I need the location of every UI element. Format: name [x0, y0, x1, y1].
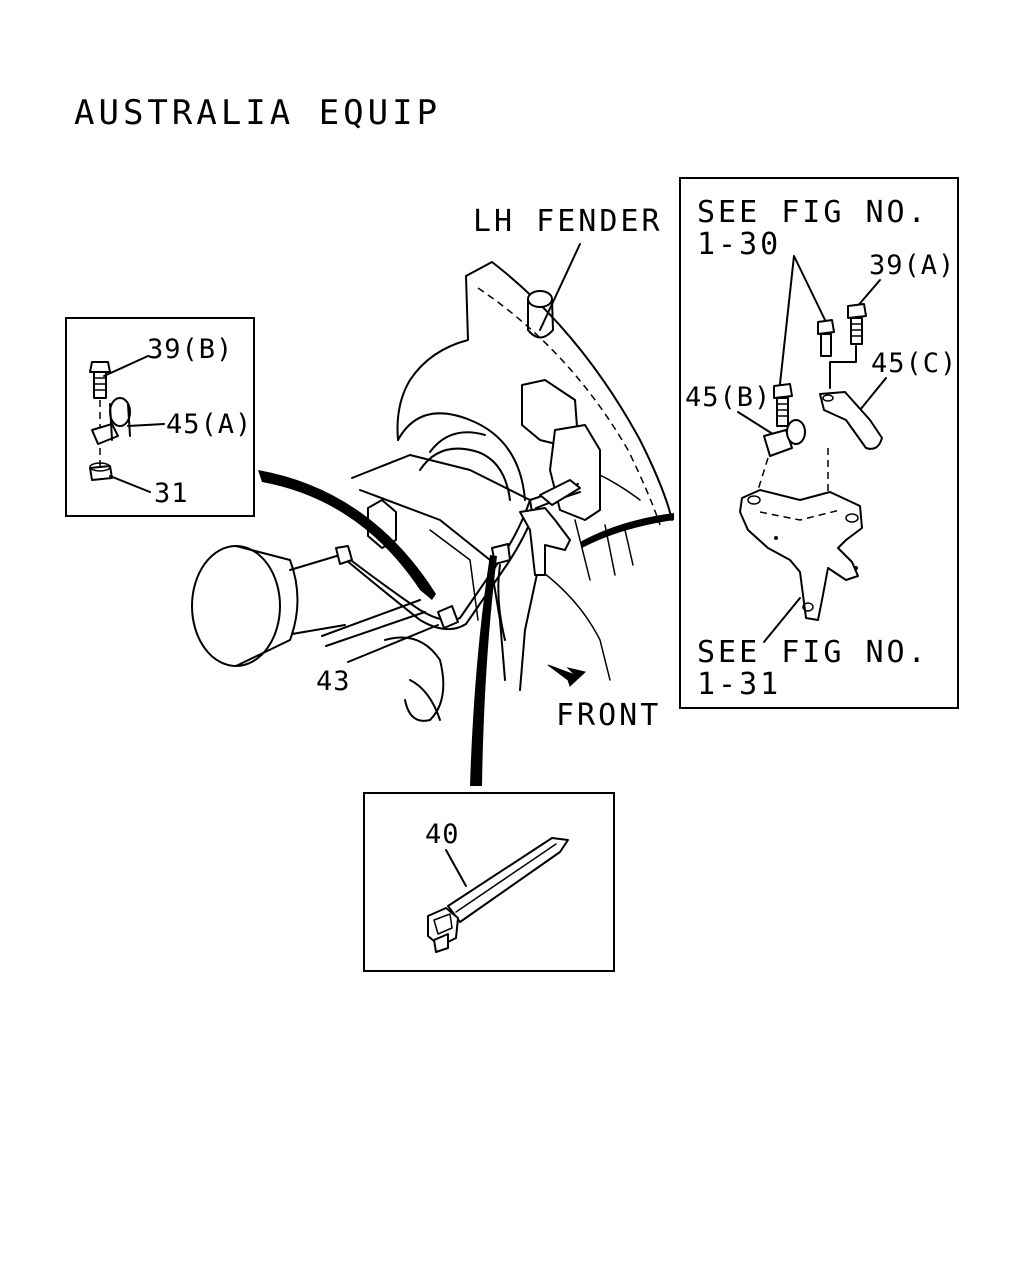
clip-45b-loop — [786, 419, 806, 445]
fender-panel — [396, 275, 469, 441]
assembly-axes — [757, 448, 829, 496]
callout-wedge-bottom — [470, 555, 497, 786]
bracket-hole-3 — [802, 602, 814, 612]
fender-mount — [549, 424, 601, 521]
cable-tie-groove — [455, 843, 557, 913]
see-fig-2-leader — [763, 597, 801, 643]
detail-left-parts — [89, 361, 131, 481]
hub-face — [191, 545, 281, 667]
see-fig-1-leaders — [779, 255, 827, 385]
callout-wedge-right — [580, 513, 674, 548]
see-fig-number-1: 1-30 — [697, 227, 781, 262]
sensor-connector — [539, 479, 581, 506]
clip-45c — [819, 391, 883, 450]
see-fig-label-1: SEE FIG NO. — [697, 195, 929, 230]
fender-inner-edge — [477, 287, 661, 526]
sensor-bracket — [519, 507, 571, 576]
callout-45b: 45(B) — [685, 382, 771, 413]
wheel-arch-outer — [397, 412, 526, 501]
bolt-lower-thread — [776, 403, 789, 417]
bolt-lower-head — [773, 383, 793, 399]
detail-box-left — [65, 317, 255, 517]
detail-right-parts — [739, 303, 883, 621]
inner-panel — [351, 454, 541, 691]
cable-tie-slot — [433, 913, 453, 935]
bracket-hole-4 — [774, 536, 778, 540]
callout-wedge-left — [258, 470, 436, 600]
bolt-39a-thread — [850, 323, 863, 337]
harness-clip-a — [437, 605, 459, 629]
callout-40-leader — [445, 849, 467, 887]
callout-39a: 39(A) — [869, 250, 955, 281]
callout-39b: 39(B) — [147, 334, 233, 365]
hub-body — [235, 545, 299, 667]
see-fig-number-2: 1-31 — [697, 667, 781, 702]
callout-31: 31 — [154, 478, 189, 509]
bracket-hole-5 — [854, 566, 858, 570]
vehicle-assembly — [191, 261, 673, 722]
clip-45b-base — [763, 429, 793, 457]
cable-tie-mount — [433, 933, 449, 953]
callout-45b-leader — [737, 411, 777, 437]
callout-45c: 45(C) — [871, 348, 957, 379]
callout-43: 43 — [316, 666, 351, 697]
bracket-stud — [527, 290, 553, 308]
callout-45a-leader — [127, 423, 165, 427]
bolt-upper-head — [817, 319, 835, 335]
inner-rib-2 — [539, 569, 611, 681]
lower-knuckle — [384, 636, 445, 722]
inner-rib — [429, 529, 479, 621]
callout-45a: 45(A) — [166, 409, 252, 440]
callout-45c-leader — [859, 377, 887, 411]
callout-31-leader — [109, 475, 151, 493]
callout-39a-leader — [855, 279, 881, 309]
see-fig-label-2: SEE FIG NO. — [697, 635, 929, 670]
bracket-fold-line — [759, 509, 841, 521]
lower-knuckle-2 — [409, 679, 441, 721]
bracket-1-31 — [739, 489, 863, 621]
bolt-lower-shank — [776, 397, 789, 427]
harness-end-clip — [335, 545, 353, 565]
harness-branch — [497, 564, 506, 641]
bolt-39a-axis — [829, 345, 857, 389]
callout-39b-leader — [103, 355, 149, 377]
lh-fender-leader — [539, 243, 581, 331]
lh-fender-label: LH FENDER — [473, 204, 663, 239]
wheel-arch-lip — [429, 431, 486, 453]
bolt-39a-head — [847, 303, 867, 319]
callout-43-leader — [347, 624, 439, 663]
bracket-hole-1 — [747, 495, 761, 505]
clip-45a-sides — [109, 403, 131, 441]
nut-31-top — [89, 462, 111, 472]
front-label: FRONT — [556, 698, 661, 733]
bolt-39b-head — [89, 361, 111, 373]
callout-40: 40 — [425, 819, 460, 850]
clip-45c-hole — [822, 394, 834, 402]
bolt-39b-thread — [93, 377, 107, 391]
bracket-hole-2 — [845, 513, 859, 523]
bolt-upper-shank — [820, 333, 832, 357]
clip-45a-loop — [109, 397, 131, 427]
fender-edge — [465, 261, 673, 521]
diagram-title: AUSTRALIA EQUIP — [74, 93, 441, 133]
wheel-arch-inner — [419, 447, 511, 501]
cable-tie-40 — [427, 837, 569, 953]
front-arrow-icon — [547, 664, 587, 687]
bracket-post — [527, 299, 554, 339]
bolt-39a-shank — [850, 317, 863, 345]
